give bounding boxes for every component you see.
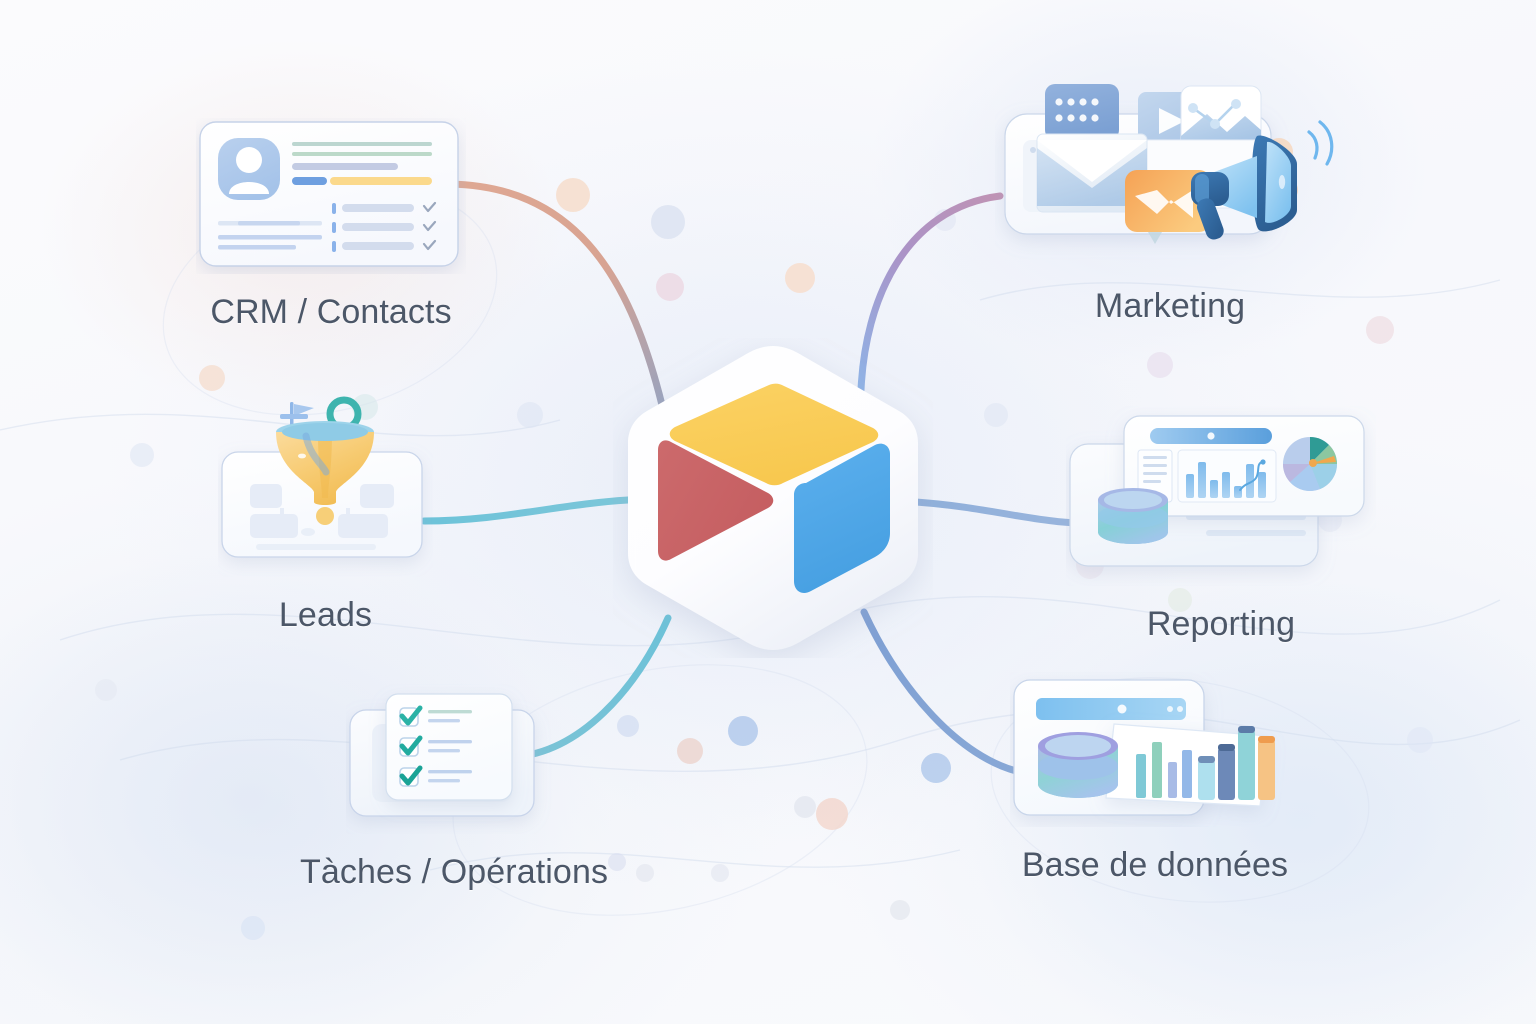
database-bars-icon bbox=[1010, 672, 1300, 832]
node-label-database: Base de données bbox=[1021, 846, 1289, 884]
dashboard-chart-icon bbox=[1066, 406, 1376, 591]
node-label-reporting: Reporting bbox=[1146, 605, 1296, 643]
database-cylinder bbox=[1098, 488, 1168, 544]
node-tasks[interactable]: Tàches / Opérations bbox=[300, 684, 608, 892]
edge-tasks bbox=[510, 614, 672, 761]
marketing-megaphone-icon bbox=[995, 78, 1345, 273]
pie-chart bbox=[1283, 437, 1337, 491]
edge-marketing bbox=[857, 192, 1004, 394]
edge-database bbox=[860, 608, 1024, 776]
cube-face-right bbox=[794, 443, 890, 593]
node-database[interactable]: Base de données bbox=[1010, 672, 1300, 885]
node-label-crm: CRM / Contacts bbox=[210, 293, 452, 331]
bar-chart-group bbox=[1136, 726, 1275, 800]
funnel-icon bbox=[218, 392, 433, 582]
node-reporting[interactable]: Reporting bbox=[1066, 406, 1376, 644]
database-cylinder bbox=[1038, 732, 1118, 798]
node-leads[interactable]: Leads bbox=[218, 392, 433, 635]
edge-leads bbox=[420, 496, 632, 525]
edge-crm bbox=[445, 180, 666, 409]
central-platform-cube[interactable] bbox=[613, 338, 933, 658]
cube-face-top bbox=[669, 383, 879, 486]
contact-card-icon bbox=[196, 118, 466, 279]
cube-face-left bbox=[658, 440, 774, 561]
node-crm[interactable]: CRM / Contacts bbox=[196, 118, 466, 332]
node-label-marketing: Marketing bbox=[1094, 287, 1246, 325]
checklist-icon bbox=[346, 684, 562, 839]
node-label-leads: Leads bbox=[278, 596, 373, 634]
node-label-tasks: Tàches / Opérations bbox=[300, 853, 609, 891]
node-marketing[interactable]: Marketing bbox=[995, 78, 1345, 326]
